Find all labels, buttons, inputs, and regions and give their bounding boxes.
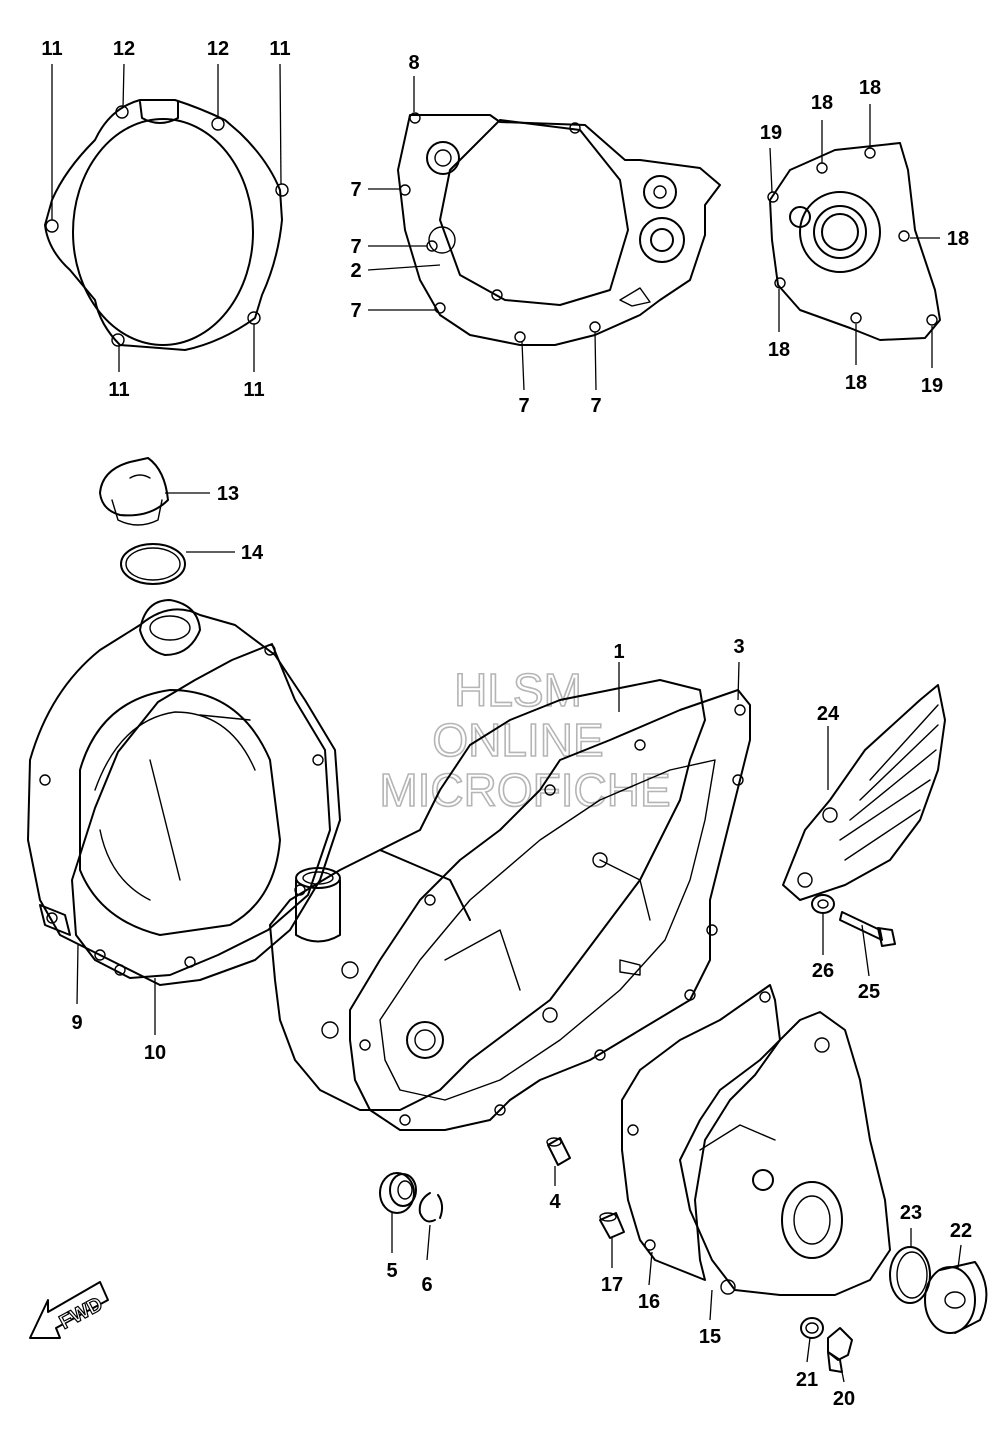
callout-14: 14 [241,542,264,564]
oring-drawing [120,543,186,585]
watermark-line-1: HLSM [454,664,582,716]
callout-12: 12 [207,38,229,60]
callout-18: 18 [859,77,881,99]
magneto-cover-gasket-drawing [767,142,941,341]
callout-6: 6 [421,1274,432,1296]
plug-20-drawing [827,1327,853,1373]
callout-11: 11 [108,379,129,401]
callout-22: 22 [950,1220,972,1242]
callout-18: 18 [811,92,833,114]
callout-16: 16 [638,1291,660,1313]
bolt-25-drawing [839,911,896,947]
callout-7: 7 [350,179,361,201]
callout-11: 11 [243,379,264,401]
callout-labels: 11 12 12 11 11 11 8 7 7 2 7 7 7 19 18 18… [41,38,972,1410]
callout-19: 19 [921,375,943,397]
fwd-arrow-icon: FWD [29,1281,109,1339]
crankcase-drawing [269,679,706,1111]
callout-19: 19 [760,122,782,144]
oil-filler-cap-drawing [99,457,169,526]
callout-5: 5 [386,1260,397,1282]
crankcase-gasket-3-drawing [349,689,751,1131]
watermark-line-2: ONLINE [432,714,603,766]
callout-18: 18 [947,228,969,250]
watermark-line-3: MICROFICHE [379,764,670,816]
callout-21: 21 [796,1369,818,1391]
plug-22-drawing [924,1261,988,1334]
callout-12: 12 [113,38,135,60]
callout-18: 18 [845,372,867,394]
callout-3: 3 [733,636,744,658]
callout-20: 20 [833,1388,855,1410]
callout-24: 24 [817,703,840,725]
callout-7: 7 [590,395,601,417]
magneto-cover-gasket-16-drawing [621,984,781,1281]
oring-23-drawing [889,1246,931,1304]
callout-25: 25 [858,981,880,1003]
callout-13: 13 [217,483,239,505]
callout-17: 17 [601,1274,623,1296]
callout-1: 1 [613,641,624,663]
clutch-cover-drawing [27,599,341,986]
chain-cover-drawing [782,684,946,901]
crankcase-gasket-drawing [397,112,721,346]
oil-seal-5-drawing [379,1172,417,1214]
leader-lines [51,63,962,1383]
callout-18: 18 [768,339,790,361]
clutch-cover-gasket-drawing [44,99,289,351]
callout-11: 11 [41,38,62,60]
magneto-cover-15-drawing [679,1011,891,1296]
callout-2: 2 [350,260,361,282]
callout-8: 8 [408,52,419,74]
callout-4: 4 [549,1191,561,1213]
callout-7: 7 [350,300,361,322]
callout-11: 11 [269,38,290,60]
dowel-pin-17-drawing [599,1212,625,1239]
callout-15: 15 [699,1326,721,1348]
dowel-pin-4-drawing [546,1137,571,1166]
callout-23: 23 [900,1202,922,1224]
callout-10: 10 [144,1042,166,1064]
washer-26-drawing [811,894,835,914]
callout-7: 7 [518,395,529,417]
washer-21-drawing [800,1317,824,1339]
callout-9: 9 [71,1012,82,1034]
circlip-6-drawing [418,1192,444,1223]
callout-26: 26 [812,960,834,982]
callout-7: 7 [350,236,361,258]
